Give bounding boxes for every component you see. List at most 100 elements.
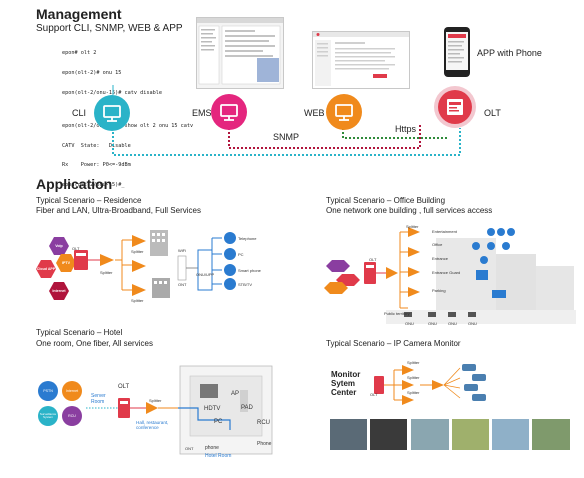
photo-landscape xyxy=(532,419,570,450)
phone-screen xyxy=(446,32,468,70)
camera-diagram xyxy=(374,364,486,405)
cli-line: epon(olt-2/onu-15)# show olt 2 onu 15 ca… xyxy=(62,122,194,129)
office-onu-label: ONU xyxy=(468,321,477,326)
ems-label: EMS xyxy=(192,108,212,118)
device-pc-label: PC xyxy=(238,252,244,257)
photo-monitor-room xyxy=(330,419,367,450)
voip-hex: Voip xyxy=(49,237,69,255)
olt-label: OLT xyxy=(484,108,501,118)
camera-splitter-label: Splitter xyxy=(407,375,420,380)
residence-splitter3-label: Splitter xyxy=(131,298,144,303)
cli-line: epon# olt 2 xyxy=(62,50,97,57)
management-title: Management xyxy=(36,6,122,22)
web-label: WEB xyxy=(304,108,325,118)
hotel-olt-label: OLT xyxy=(118,384,130,390)
ont-label: ONT xyxy=(178,282,187,287)
cli-line: epon(olt-2/onu-15)# catv disable xyxy=(62,89,162,96)
hotel-splitter-label: Splitter xyxy=(149,398,162,403)
monitor-icon xyxy=(103,105,121,122)
camera-splitter-label: Splitter xyxy=(407,360,420,365)
iptv-hex: IPTV xyxy=(56,254,76,272)
server-room-label: Server Room xyxy=(91,393,106,405)
photo-desk xyxy=(370,419,407,450)
hdtv-label: HDTV xyxy=(204,406,221,412)
switch-label: ONU/UPP xyxy=(196,272,215,277)
office-item-entrance: Entrance xyxy=(432,256,449,261)
office-onu-label: ONU xyxy=(428,321,437,326)
hall-label: Hall, restaurant, conference xyxy=(136,420,169,430)
device-telephone-label: Telephone xyxy=(238,236,257,241)
snmp-label: SNMP xyxy=(273,132,300,142)
office-bottom-label: Public territory xyxy=(384,311,410,316)
hotel-title: Typical Scenario – Hotel xyxy=(36,328,123,337)
residence-olt-label: OLT xyxy=(72,246,80,251)
web-screenshot xyxy=(312,31,410,89)
photo-highway xyxy=(452,419,489,450)
residence-splitter-label: Splitter xyxy=(100,270,113,275)
residence-splitter2-label: Splitter xyxy=(131,249,144,254)
ont-hotel-label: ONT xyxy=(185,446,194,451)
device-stbtv-label: STB/TV xyxy=(238,282,253,287)
cli-output: epon# olt 2 epon(olt-2)# onu 15 epon(olt… xyxy=(62,37,193,195)
monitor-center-label: Monitor Sytem Center xyxy=(331,370,361,397)
rcu-label: RCU xyxy=(257,420,270,426)
app-with-phone-label: APP with Phone xyxy=(477,48,542,58)
monitor-icon xyxy=(220,104,238,121)
cli-label: CLI xyxy=(72,108,87,118)
office-splitter-label: Splitter xyxy=(406,224,419,229)
application-title: Application xyxy=(36,176,113,192)
hotel-diagram xyxy=(86,365,273,455)
camera-splitter-label: Splitter xyxy=(407,390,420,395)
https-label: Https xyxy=(395,124,417,134)
camera-title: Typical Scenario – IP Camera Monitor xyxy=(326,339,461,348)
rcu-circle-label: RCU xyxy=(68,414,76,418)
pstn-label: PSTN xyxy=(43,389,53,393)
management-links xyxy=(112,85,461,156)
phone-icon xyxy=(444,27,470,77)
rcu-circle: RCU xyxy=(62,406,82,426)
cli-line: CATV State: Disable xyxy=(62,142,131,149)
cli-node-icon xyxy=(94,95,130,131)
internet-label: Internet xyxy=(65,389,79,393)
phone-screen-graphic xyxy=(448,34,466,63)
pc-label: PC xyxy=(214,419,223,425)
web-node-icon xyxy=(326,94,362,130)
office-item-parking: Parking xyxy=(432,288,446,293)
web-screenshot-graphic xyxy=(313,32,409,86)
pad-label: PAD xyxy=(241,405,253,411)
office-subtitle: One network one building , full services… xyxy=(326,206,493,215)
internet-hex: Internet xyxy=(49,282,69,300)
office-item-entertainment: Entertainment xyxy=(432,229,457,234)
phone-label: phone xyxy=(205,445,219,451)
residence-title: Typical Scenario – Residence xyxy=(36,196,142,205)
management-subtitle: Support CLI, SNMP, WEB & APP xyxy=(36,23,183,34)
office-item-entrance-guard: Entrance Guard xyxy=(432,270,461,275)
cloud-app-hex: Cloud APP xyxy=(36,260,56,278)
surveillance-label: Surveillance System xyxy=(39,411,57,419)
ems-screenshot xyxy=(196,17,284,89)
office-title: Typical Scenario – Office Building xyxy=(326,196,446,205)
office-onu-label: ONU xyxy=(405,321,414,326)
olt-node-icon xyxy=(438,90,472,124)
cli-line: epon(olt-2/onu-15)#_ xyxy=(62,182,125,189)
wifi-label: WiFi xyxy=(178,248,186,253)
ems-screenshot-graphic xyxy=(197,18,283,85)
olt-device-icon xyxy=(447,99,463,115)
office-onu-label: ONU xyxy=(448,321,457,326)
cli-line: epon(olt-2)# onu 15 xyxy=(62,69,122,76)
pstn-circle: PSTN xyxy=(38,381,58,401)
office-diagram xyxy=(324,227,576,324)
ems-node-icon xyxy=(211,94,247,130)
cli-line: Rx Power: P0<=-9dBm xyxy=(62,162,131,169)
hotel-room-label: Hotel Room xyxy=(205,453,232,459)
internet-circle: Internet xyxy=(62,381,82,401)
hotel-subtitle: One room, One fiber, All services xyxy=(36,339,153,348)
residence-diagram xyxy=(74,230,236,298)
office-olt-label: OLT xyxy=(369,257,377,262)
phone2-label: Phone xyxy=(257,441,272,447)
photo-bridge xyxy=(411,419,449,450)
device-smartphone-label: Smart phone xyxy=(238,268,261,273)
surveillance-circle: Surveillance System xyxy=(38,406,58,426)
ap-label: AP xyxy=(231,391,240,397)
residence-subtitle: Fiber and LAN, Ultra-Broadband, Full Ser… xyxy=(36,206,201,215)
